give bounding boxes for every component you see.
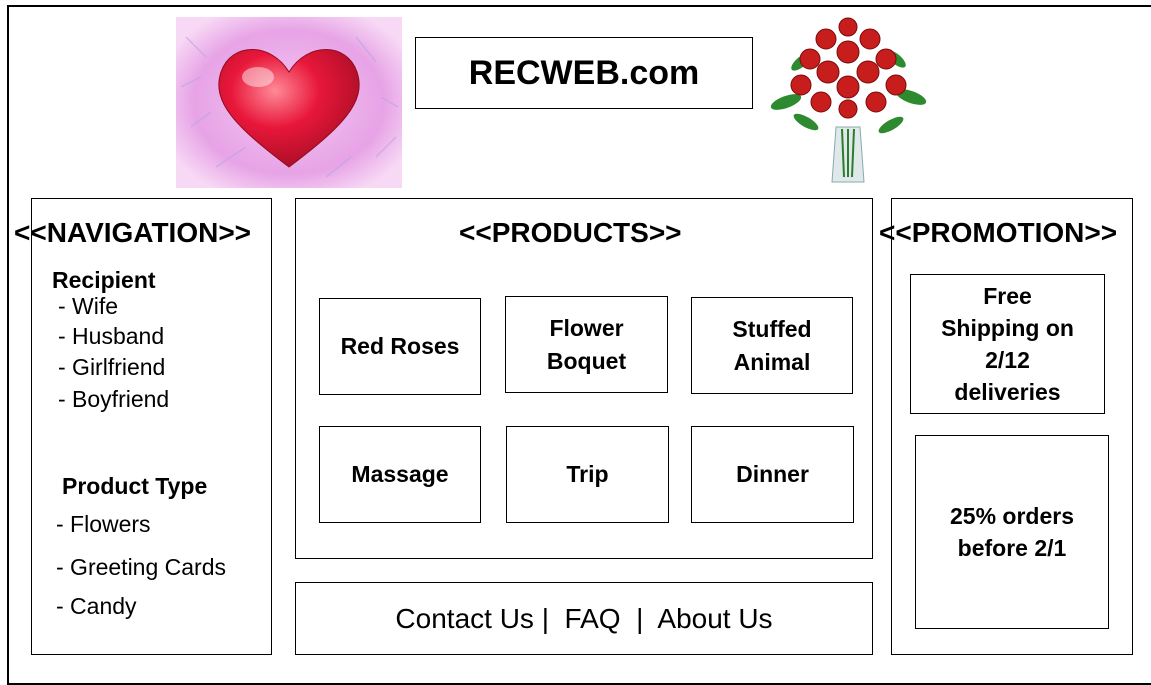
product-label: Massage: [351, 461, 449, 488]
nav-link-wife[interactable]: - Wife: [58, 293, 119, 319]
footer-links[interactable]: Contact Us | FAQ | About Us: [295, 582, 873, 655]
product-label: Flower Boquet: [546, 315, 627, 374]
nav-link-boyfriend[interactable]: - Boyfriend: [58, 386, 170, 412]
product-type-heading: Product Type: [62, 473, 208, 499]
product-label: Stuffed Animal: [732, 316, 812, 375]
product-label: Red Roses: [340, 333, 460, 360]
site-title: RECWEB.com: [468, 53, 700, 92]
product-label: Dinner: [736, 461, 809, 488]
product-type-list: - Flowers - Greeting Cards - Candy: [56, 511, 226, 623]
promo-discount[interactable]: 25% orders before 2/1: [915, 435, 1109, 629]
nav-link-husband[interactable]: - Husband: [58, 323, 165, 349]
recipient-list: - Wife - Husband - Girlfriend - Boyfrien…: [58, 293, 169, 416]
nav-link-flowers[interactable]: - Flowers: [56, 511, 151, 537]
roses-image: [766, 17, 930, 188]
product-flower-boquet[interactable]: Flower Boquet: [505, 296, 668, 393]
products-heading: <<PRODUCTS>>: [459, 217, 682, 248]
product-red-roses[interactable]: Red Roses: [319, 298, 481, 395]
site-title-box[interactable]: RECWEB.com: [415, 37, 753, 109]
nav-link-candy[interactable]: - Candy: [56, 593, 137, 619]
heart-image: [176, 17, 402, 188]
nav-link-girlfriend[interactable]: - Girlfriend: [58, 354, 166, 380]
recipient-section: Recipient: [52, 267, 156, 294]
product-trip[interactable]: Trip: [506, 426, 669, 523]
navigation-panel: [31, 198, 272, 655]
footer-links-text: Contact Us | FAQ | About Us: [395, 602, 773, 634]
navigation-heading: <<NAVIGATION>>: [14, 217, 252, 248]
promo-label: Free Shipping on 2/12 deliveries: [941, 282, 1074, 406]
nav-link-greeting-cards[interactable]: - Greeting Cards: [56, 554, 227, 580]
product-dinner[interactable]: Dinner: [691, 426, 854, 523]
recipient-heading: Recipient: [52, 267, 156, 293]
promotion-heading: <<PROMOTION>>: [879, 217, 1118, 248]
product-stuffed-animal[interactable]: Stuffed Animal: [691, 297, 853, 394]
product-massage[interactable]: Massage: [319, 426, 481, 523]
product-label: Trip: [566, 461, 609, 488]
promo-label: 25% orders before 2/1: [949, 502, 1074, 561]
promo-free-shipping[interactable]: Free Shipping on 2/12 deliveries: [910, 274, 1105, 414]
